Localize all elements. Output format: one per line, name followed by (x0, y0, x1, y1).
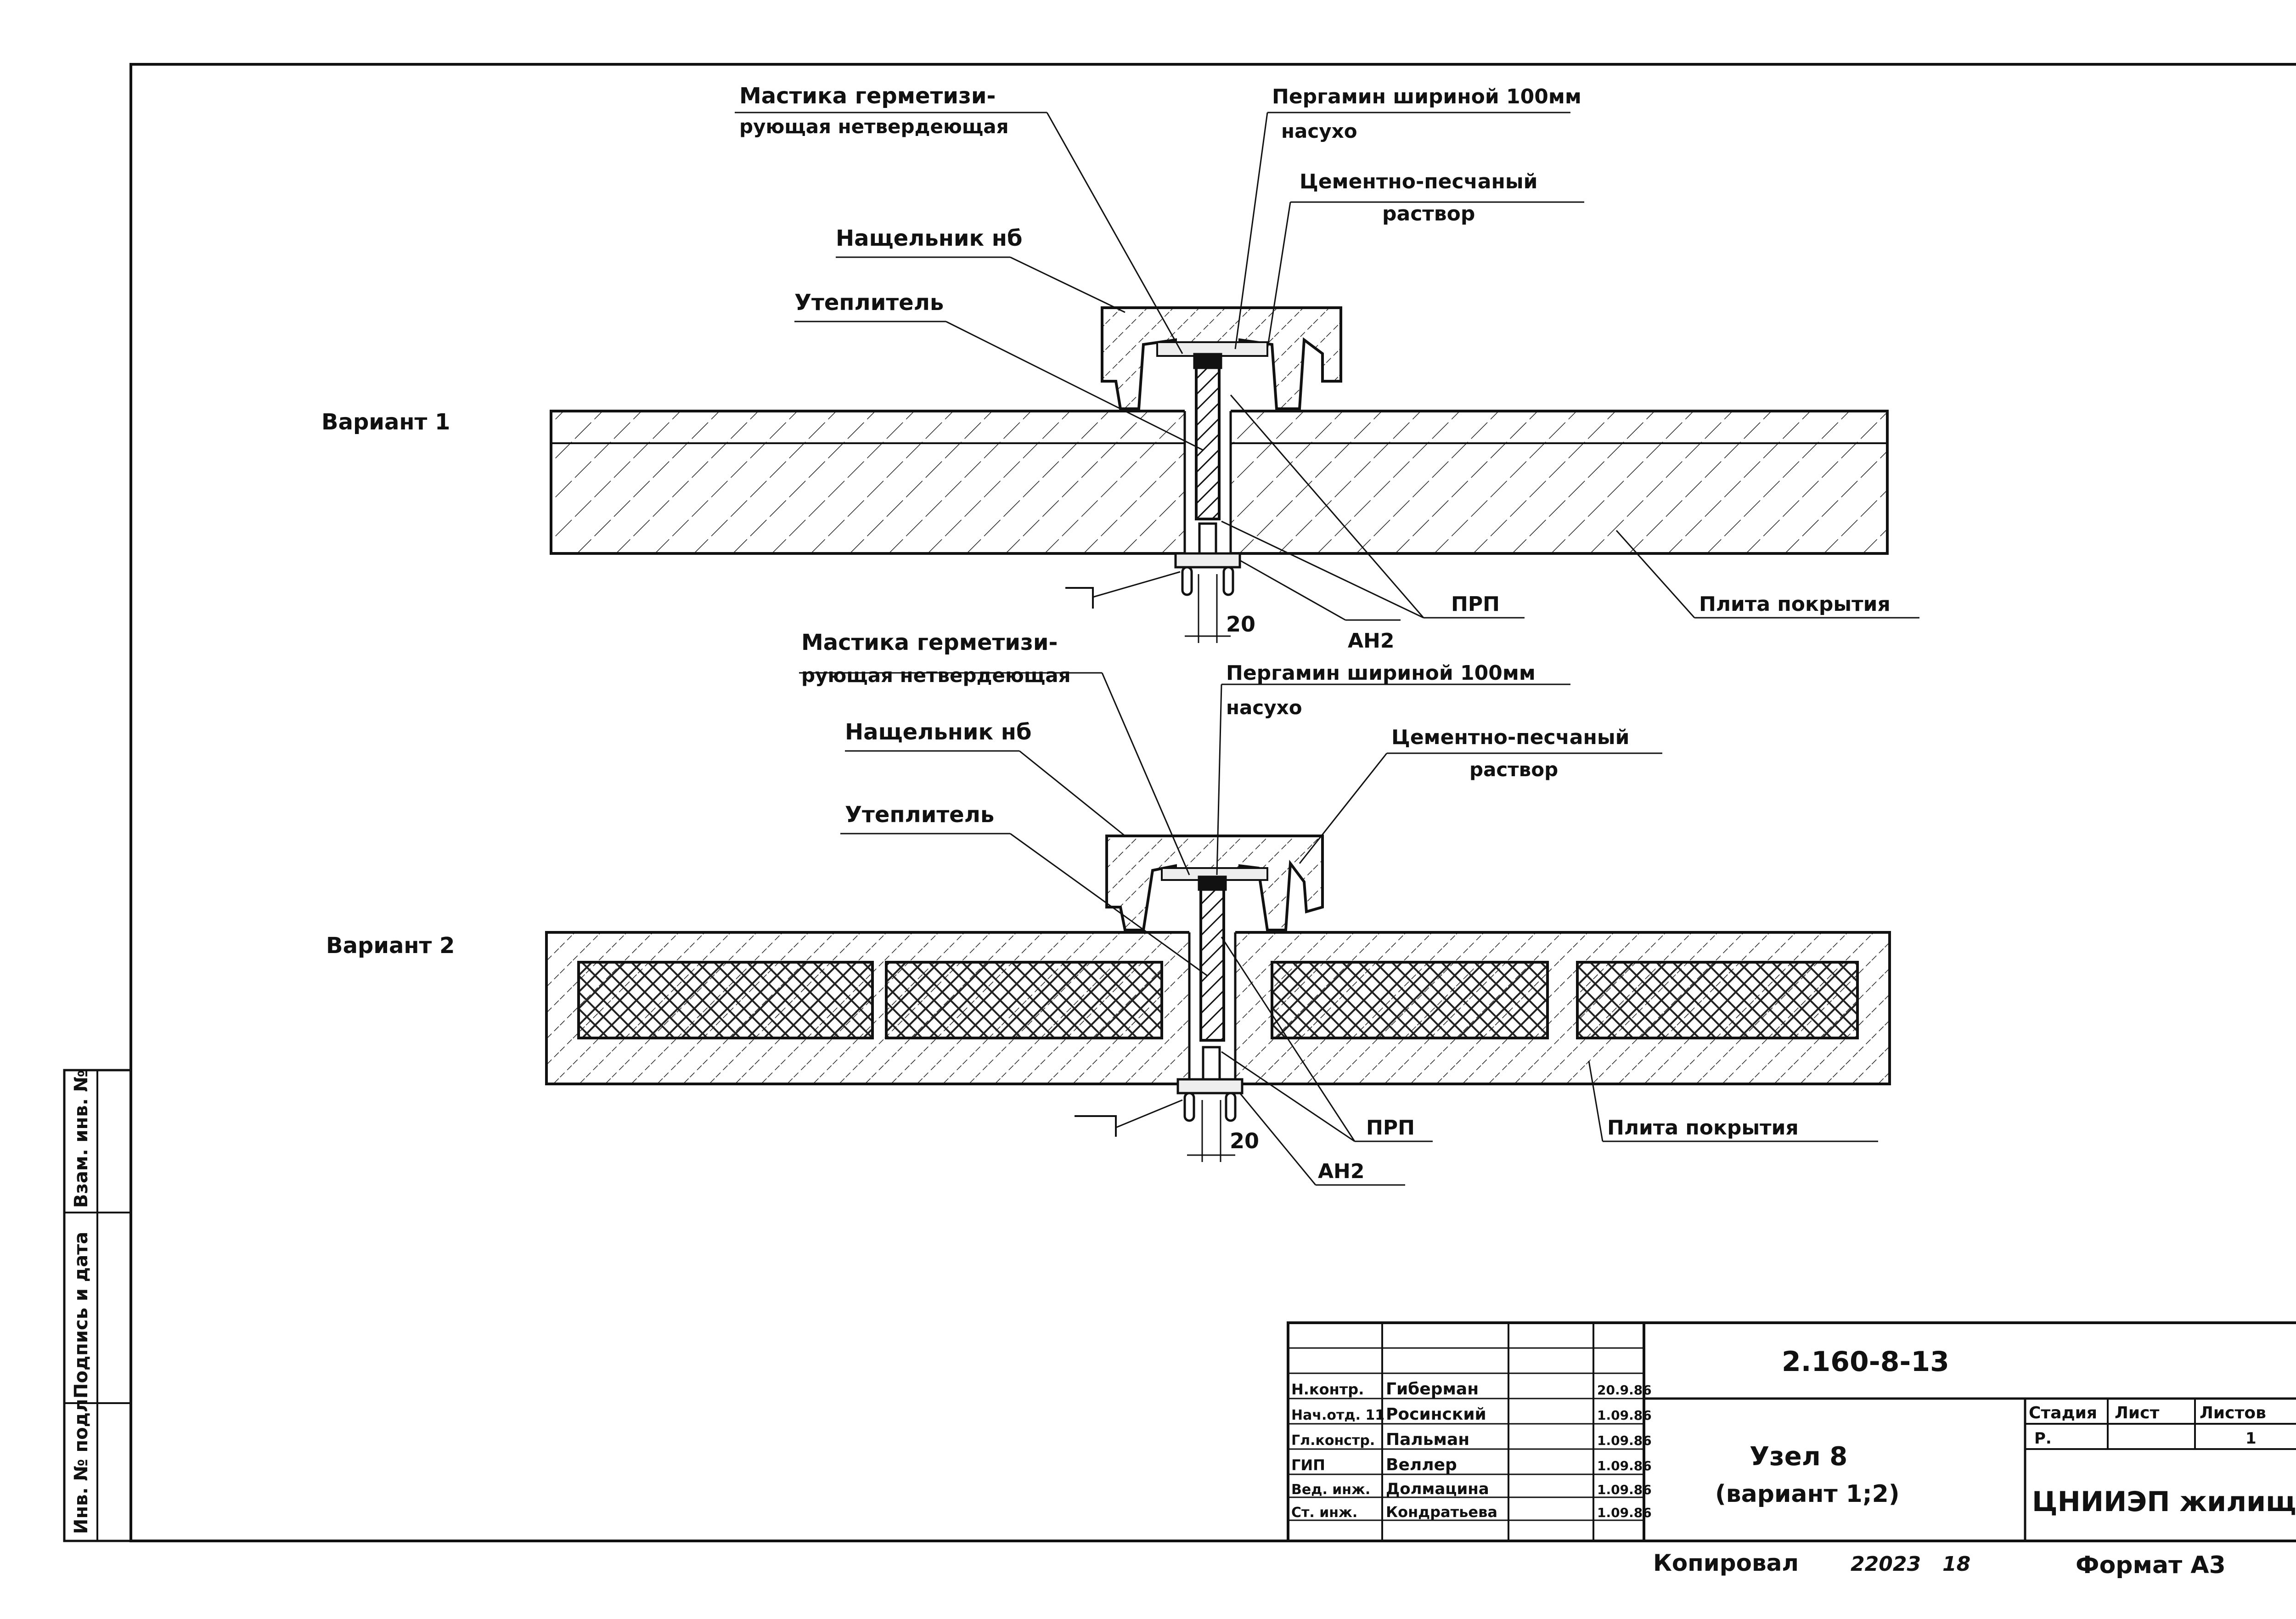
variant2-label-mortar-1: Цементно-песчаный (1391, 726, 1630, 749)
person-name: Росинский (1386, 1405, 1486, 1424)
person-date: 1.09.86 (1597, 1482, 1652, 1497)
variant2-label-insulation: Утеплитель (845, 802, 994, 828)
variant2-label-mortar-2: раствор (1469, 758, 1558, 781)
drawing-title-1: Узел 8 (1750, 1442, 1847, 1472)
variant1-label-prp: ПРП (1451, 592, 1500, 616)
variant2-cavity-3 (1271, 961, 1549, 1039)
person-role: Ст. инж. (1291, 1505, 1357, 1521)
variant2-nashchelnik (1105, 835, 1324, 931)
variant2-label-mastic-2: рующая нетвердеющая (801, 664, 1071, 687)
variant2-anchor-plate (1176, 1078, 1244, 1094)
variant2-dim-20: 20 (1230, 1128, 1259, 1153)
variant2-cavity-2 (885, 961, 1163, 1039)
person-role: ГИП (1291, 1456, 1325, 1474)
variant1-label-mortar-2: раствор (1382, 202, 1475, 226)
variant2-label-prp: ПРП (1366, 1116, 1415, 1140)
variant1-label-nashchelnik: Нащельник нб (836, 226, 1022, 251)
stage-header: Стадия (2029, 1404, 2097, 1422)
side-stamp: Инв. № подл. Подпись и дата Взам. инв. № (63, 1069, 132, 1542)
person-name: Долмацина (1386, 1480, 1489, 1498)
person-date: 20.9.86 (1597, 1382, 1652, 1398)
person-role: Вед. инж. (1291, 1482, 1370, 1498)
variant1-label-an2: АН2 (1348, 629, 1395, 653)
variant1-label-mortar-1: Цементно-песчаный (1300, 170, 1538, 193)
variant2-title: Вариант 2 (326, 933, 455, 959)
person-date: 1.09.86 (1597, 1408, 1652, 1423)
drawing-frame (129, 63, 2296, 1542)
copied-label: Копировал (1653, 1550, 1799, 1576)
variant1-label-insulation: Утеплитель (794, 290, 944, 316)
variant1-label-pergamin-2: насухо (1281, 120, 1357, 142)
variant1-anchor-plate (1174, 552, 1241, 569)
person-name: Кондратьева (1386, 1503, 1497, 1521)
person-name: Гиберман (1386, 1380, 1479, 1399)
stamp-signature-date: Подпись и дата (71, 1232, 92, 1399)
title-block-people: Н.контр. Гиберман 20.9.86 Нач.отд. 11 Ро… (1291, 1380, 1652, 1521)
variant2-label-slab: Плита покрытия (1607, 1116, 1799, 1140)
organization: ЦНИИЭП жилища (2032, 1486, 2296, 1518)
person-name: Веллер (1386, 1455, 1457, 1474)
variant2-cavity-1 (577, 961, 874, 1039)
person-name: Пальман (1386, 1430, 1469, 1449)
variant1-label-mastic-1: Мастика герметизи- (739, 83, 996, 109)
variant1-title: Вариант 1 (321, 409, 450, 435)
doc-code: 2.160-8-13 (1782, 1346, 1949, 1378)
person-date: 1.09.86 (1597, 1458, 1652, 1473)
drawing-title-2: (вариант 1;2) (1715, 1480, 1900, 1508)
variant2-label-pergamin-1: Пергамин шириной 100мм (1226, 661, 1536, 685)
sheets-value: 1 (2245, 1429, 2257, 1448)
variant2-section: Вариант 2 20 (326, 630, 1891, 1186)
variant1-insulation (1195, 366, 1221, 520)
person-role: Гл.констр. (1291, 1433, 1375, 1449)
person-role: Нач.отд. 11 (1291, 1407, 1384, 1423)
variant2-label-an2: АН2 (1318, 1160, 1365, 1183)
stamp-vzam-inv: Взам. инв. № (71, 1070, 92, 1208)
stamp-inv-podl: Инв. № подл. (71, 1392, 92, 1534)
copied-number: 22023 (1851, 1552, 1921, 1576)
variant1-section: Вариант 1 20 (321, 83, 1919, 653)
variant2-cavity-4 (1576, 961, 1859, 1039)
variant1-label-mastic-2: рующая нетвердеющая (739, 115, 1009, 138)
variant2-label-mastic-1: Мастика герметизи- (801, 630, 1058, 655)
stage-value: Р. (2034, 1429, 2052, 1448)
person-date: 1.09.86 (1597, 1505, 1652, 1520)
variant2-insulation (1199, 885, 1225, 1042)
sheet-header: Лист (2115, 1404, 2159, 1422)
variant2-label-pergamin-2: насухо (1226, 696, 1302, 719)
person-role: Н.контр. (1291, 1381, 1364, 1398)
variant1-label-pergamin-1: Пергамин шириной 100мм (1272, 85, 1581, 108)
variant1-label-slab: Плита покрытия (1699, 592, 1891, 616)
copied-number-2: 18 (1942, 1552, 1970, 1576)
variant1-dim-20: 20 (1226, 612, 1255, 637)
sheets-header: Листов (2200, 1404, 2266, 1422)
person-date: 1.09.86 (1597, 1433, 1652, 1448)
format-label: Формат А3 (2076, 1551, 2226, 1579)
variant2-label-nashchelnik: Нащельник нб (845, 719, 1031, 745)
title-block (1287, 1321, 2296, 1542)
